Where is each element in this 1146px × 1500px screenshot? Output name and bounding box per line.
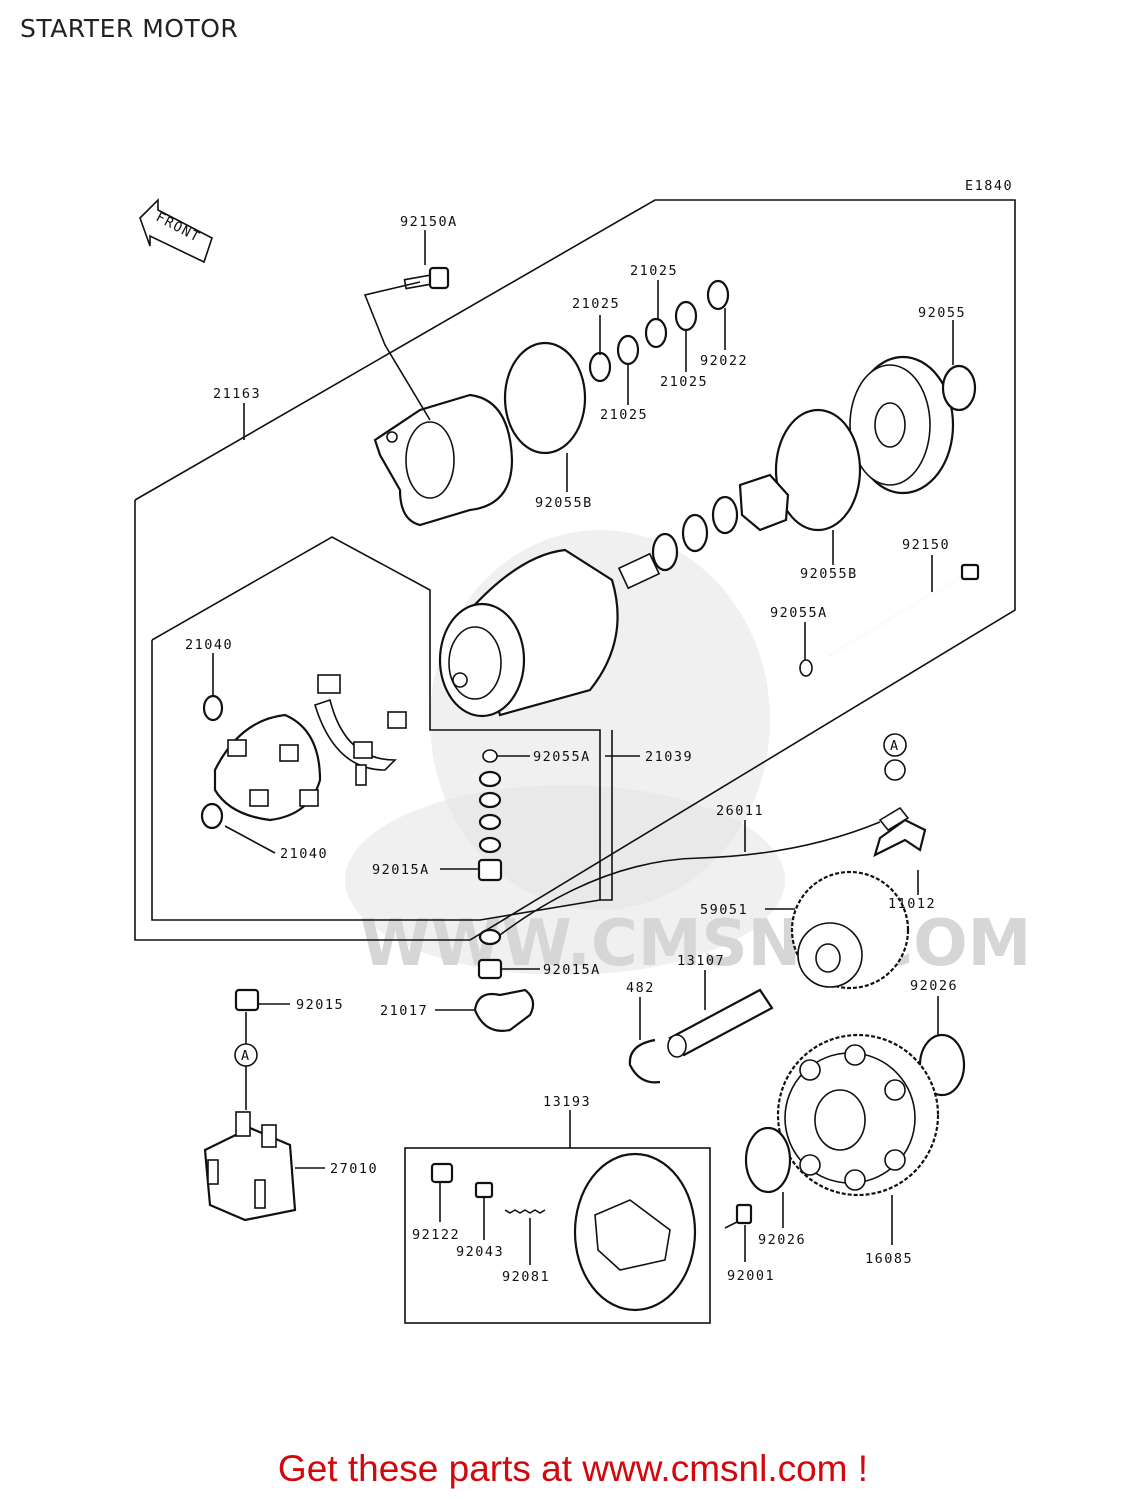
connector-a-bottom-label: A — [241, 1048, 251, 1064]
group-outline-21163 — [134, 199, 1016, 941]
through-bolt-92150 — [829, 563, 980, 657]
one-way-clutch-13193 — [573, 1152, 697, 1312]
washer-92026-left — [744, 1126, 792, 1194]
o-ring-92055 — [941, 364, 977, 412]
label-92122: 92122 — [412, 1227, 460, 1243]
page-title: STARTER MOTOR — [20, 14, 239, 43]
starter-relay-27010 — [203, 1111, 297, 1222]
starter-clutch-gear-16085 — [776, 1033, 940, 1197]
label-27010: 27010 — [330, 1161, 378, 1177]
label-21025-c: 21025 — [660, 374, 708, 390]
label-21040-b: 21040 — [280, 846, 328, 862]
nut-92015 — [234, 988, 260, 1012]
washers-21025 — [588, 279, 730, 383]
label-92022: 92022 — [700, 353, 748, 369]
shaft-washers — [651, 473, 790, 572]
label-92150a: 92150A — [400, 214, 458, 230]
bolt-92001 — [724, 1203, 753, 1229]
label-11012: 11012 — [888, 896, 936, 912]
connector-a-top-label: A — [890, 738, 900, 754]
label-92150: 92150 — [902, 537, 950, 553]
label-21025-b: 21025 — [572, 296, 620, 312]
label-21025-a: 21025 — [630, 263, 678, 279]
label-92055a-b: 92055A — [533, 749, 591, 765]
label-16085: 16085 — [865, 1251, 913, 1267]
group-outline-21039 — [151, 536, 601, 921]
label-92055b-b: 92055B — [800, 566, 858, 582]
o-ring-92055b-mid — [774, 408, 862, 532]
armature-yoke — [438, 548, 661, 718]
label-92026-b: 92026 — [758, 1232, 806, 1248]
terminal-cap-11012 — [873, 818, 927, 858]
label-92055b-a: 92055B — [535, 495, 593, 511]
o-ring-92055b-top — [503, 341, 587, 455]
label-92081: 92081 — [502, 1269, 550, 1285]
terminal-washers-nuts — [477, 749, 503, 980]
watermark-text: WWW.CMSNL.COM — [360, 907, 1031, 981]
label-59051: 59051 — [700, 902, 748, 918]
idle-gear-59051 — [790, 870, 910, 990]
footer-promo-link[interactable]: Get these parts at www.cmsnl.com ! — [277, 1448, 869, 1489]
ref-code: E1840 — [965, 178, 1013, 194]
front-arrow-icon: FRONT — [139, 198, 213, 264]
label-92015: 92015 — [296, 997, 344, 1013]
bolt-92150a — [403, 266, 450, 290]
leader-lines — [212, 230, 954, 1265]
label-21039: 21039 — [645, 749, 693, 765]
label-21025-d: 21025 — [600, 407, 648, 423]
label-21040-a: 21040 — [185, 637, 233, 653]
label-26011: 26011 — [716, 803, 764, 819]
spring-92081 — [504, 1209, 546, 1214]
group-outline-13193 — [404, 1147, 711, 1324]
label-21163: 21163 — [213, 386, 261, 402]
brush-holder-assembly — [200, 674, 407, 830]
roller-92122 — [430, 1162, 454, 1184]
cable-26011 — [499, 759, 910, 936]
shaft-13107 — [667, 988, 774, 1058]
label-13107: 13107 — [677, 953, 725, 969]
pin-92043 — [474, 1181, 494, 1199]
label-92001: 92001 — [727, 1268, 775, 1284]
terminal-cap-21017 — [473, 988, 535, 1032]
front-cover — [373, 393, 514, 527]
label-482: 482 — [626, 980, 655, 996]
label-92015a-b: 92015A — [543, 962, 601, 978]
label-92026-a: 92026 — [910, 978, 958, 994]
part-number-labels: 92150A 21025 21025 92022 21025 21025 920… — [185, 214, 966, 1285]
rear-end-cover — [849, 355, 955, 495]
label-92015a-a: 92015A — [372, 862, 430, 878]
label-13193: 13193 — [543, 1094, 591, 1110]
o-ring-92055a-right — [799, 659, 813, 677]
label-21017: 21017 — [380, 1003, 428, 1019]
label-92043: 92043 — [456, 1244, 504, 1260]
connector-a-top: A — [883, 733, 907, 757]
label-92055a-a: 92055A — [770, 605, 828, 621]
label-92055: 92055 — [918, 305, 966, 321]
connector-a-bottom: A — [234, 1043, 258, 1067]
starter-motor-parts: A A — [200, 266, 980, 1312]
circlip-482 — [628, 1038, 661, 1084]
